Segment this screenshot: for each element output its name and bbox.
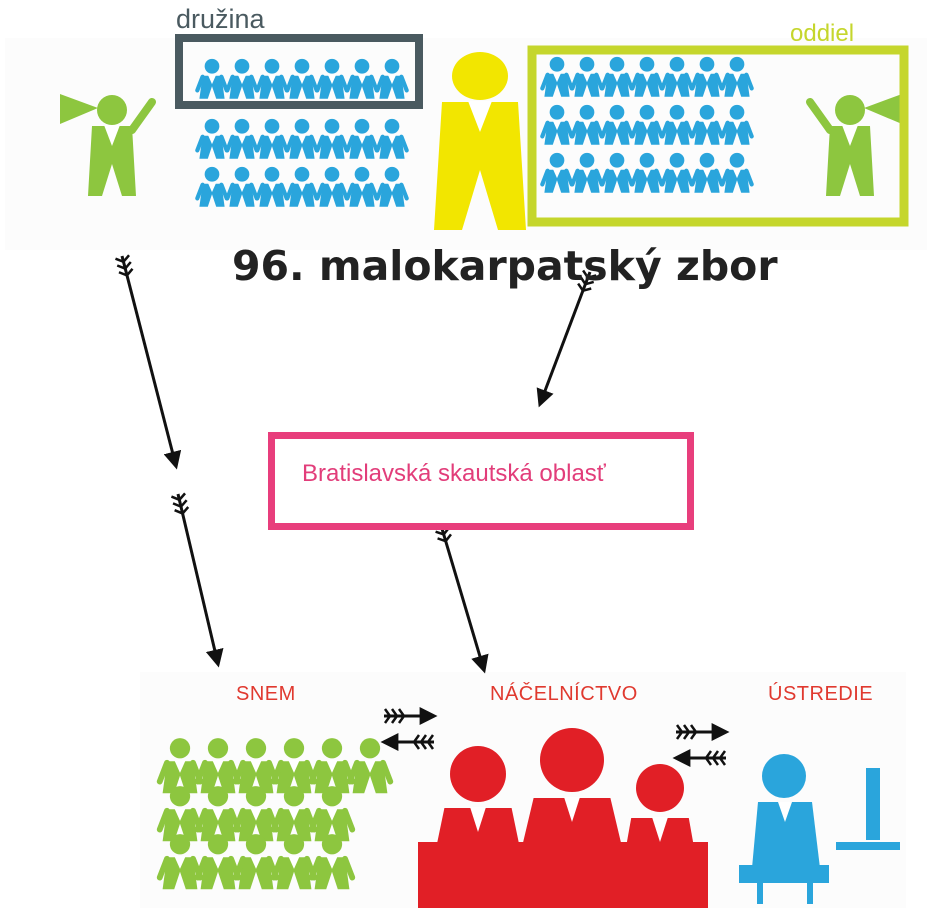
delegate-icon	[156, 786, 204, 842]
oddiel-scout-icon	[660, 56, 694, 97]
oddiel-scout-icon	[600, 152, 634, 193]
region-label: Bratislavská skautská oblasť	[302, 460, 606, 487]
delegate-icon	[156, 834, 204, 890]
oddiel-scout-icon	[690, 104, 724, 145]
scout-icon	[225, 166, 259, 207]
druzina-scout-icon	[375, 58, 409, 99]
oddiel-scout-icon	[570, 56, 604, 97]
delegate-icon	[270, 834, 318, 890]
oddiel-scout-icon	[660, 104, 694, 145]
oddiel-label: oddiel	[790, 20, 855, 47]
delegate-icon	[270, 786, 318, 842]
scout-icon	[255, 118, 289, 159]
scout-icon	[195, 118, 229, 159]
ustredie-worker-icon	[739, 754, 900, 904]
arrow-snem-to-nacelnictvo	[383, 707, 438, 725]
scout-icon	[315, 118, 349, 159]
druzina-scout-icon	[255, 58, 289, 99]
delegate-icon	[232, 834, 280, 890]
oddiel-scout-icon	[720, 152, 754, 193]
scout-icon	[225, 118, 259, 159]
oddiel-scout-icon	[690, 152, 724, 193]
ustredie-title: ÚSTREDIE	[768, 683, 874, 705]
druzina-scout-icon	[315, 58, 349, 99]
delegate-icon	[308, 786, 356, 842]
arrow-nacelnictvo-to-ustredie	[675, 723, 730, 741]
nacelnictvo-council-icon	[418, 728, 708, 908]
green-leader-left-icon	[60, 94, 156, 196]
oddiel-scout-icon	[600, 56, 634, 97]
delegate-icon	[308, 834, 356, 890]
oddiel-scout-icon	[540, 152, 574, 193]
arrow-ustredie-to-nacelnictvo	[672, 749, 727, 767]
druzina-frame	[175, 34, 423, 109]
druzina-scout-icon	[195, 58, 229, 99]
oddiel-frame	[527, 45, 909, 227]
oddiel-scout-icon	[570, 104, 604, 145]
oddiel-scout-icon	[720, 56, 754, 97]
druzina-scout-icon	[345, 58, 379, 99]
druzina-scout-icon	[225, 58, 259, 99]
delegate-icon	[232, 786, 280, 842]
delegate-icon	[308, 738, 356, 794]
arrow-nacelnictvo-to-snem	[380, 733, 435, 751]
arrow-troop-to-snem-lower	[170, 492, 224, 668]
figures-group	[60, 52, 902, 908]
delegate-icon	[346, 738, 394, 794]
oddiel-scouts-group	[540, 56, 754, 193]
nacelnictvo-title: NÁČELNÍCTVO	[490, 683, 638, 705]
scout-icon	[285, 166, 319, 207]
delegate-icon	[270, 738, 318, 794]
region-box	[268, 432, 694, 530]
delegate-icon	[194, 834, 242, 890]
scout-icon	[375, 118, 409, 159]
troop-title: 96. malokarpatský zbor	[232, 242, 778, 290]
frames-group	[175, 34, 909, 227]
scout-icon	[375, 166, 409, 207]
yellow-leader-icon	[434, 52, 526, 230]
oddiel-scout-icon	[720, 104, 754, 145]
delegate-icon	[156, 738, 204, 794]
oddiel-scout-icon	[600, 104, 634, 145]
arrow-troop-to-region	[536, 269, 597, 408]
arrow-troop-to-snem-upper	[115, 254, 182, 470]
druzina-scout-icon	[285, 58, 319, 99]
oddiel-scout-icon	[630, 152, 664, 193]
druzina-label: družina	[176, 4, 265, 34]
delegate-icon	[232, 738, 280, 794]
delegate-icon	[194, 786, 242, 842]
oddiel-scout-icon	[690, 56, 724, 97]
scout-icon	[255, 166, 289, 207]
arrow-region-to-nacelnictvo	[433, 520, 489, 674]
oddiel-scout-icon	[540, 56, 574, 97]
oddiel-scout-icon	[630, 104, 664, 145]
scout-crowd-group	[195, 118, 409, 207]
snem-delegates-group	[156, 738, 394, 890]
druzina-scouts-group	[195, 58, 409, 99]
oddiel-scout-icon	[570, 152, 604, 193]
scout-icon	[345, 118, 379, 159]
delegate-icon	[194, 738, 242, 794]
scout-icon	[285, 118, 319, 159]
scout-icon	[345, 166, 379, 207]
green-leader-right-icon	[806, 94, 902, 196]
oddiel-scout-icon	[630, 56, 664, 97]
scout-icon	[195, 166, 229, 207]
scout-icon	[315, 166, 349, 207]
oddiel-scout-icon	[660, 152, 694, 193]
snem-title: SNEM	[236, 683, 296, 705]
oddiel-scout-icon	[540, 104, 574, 145]
